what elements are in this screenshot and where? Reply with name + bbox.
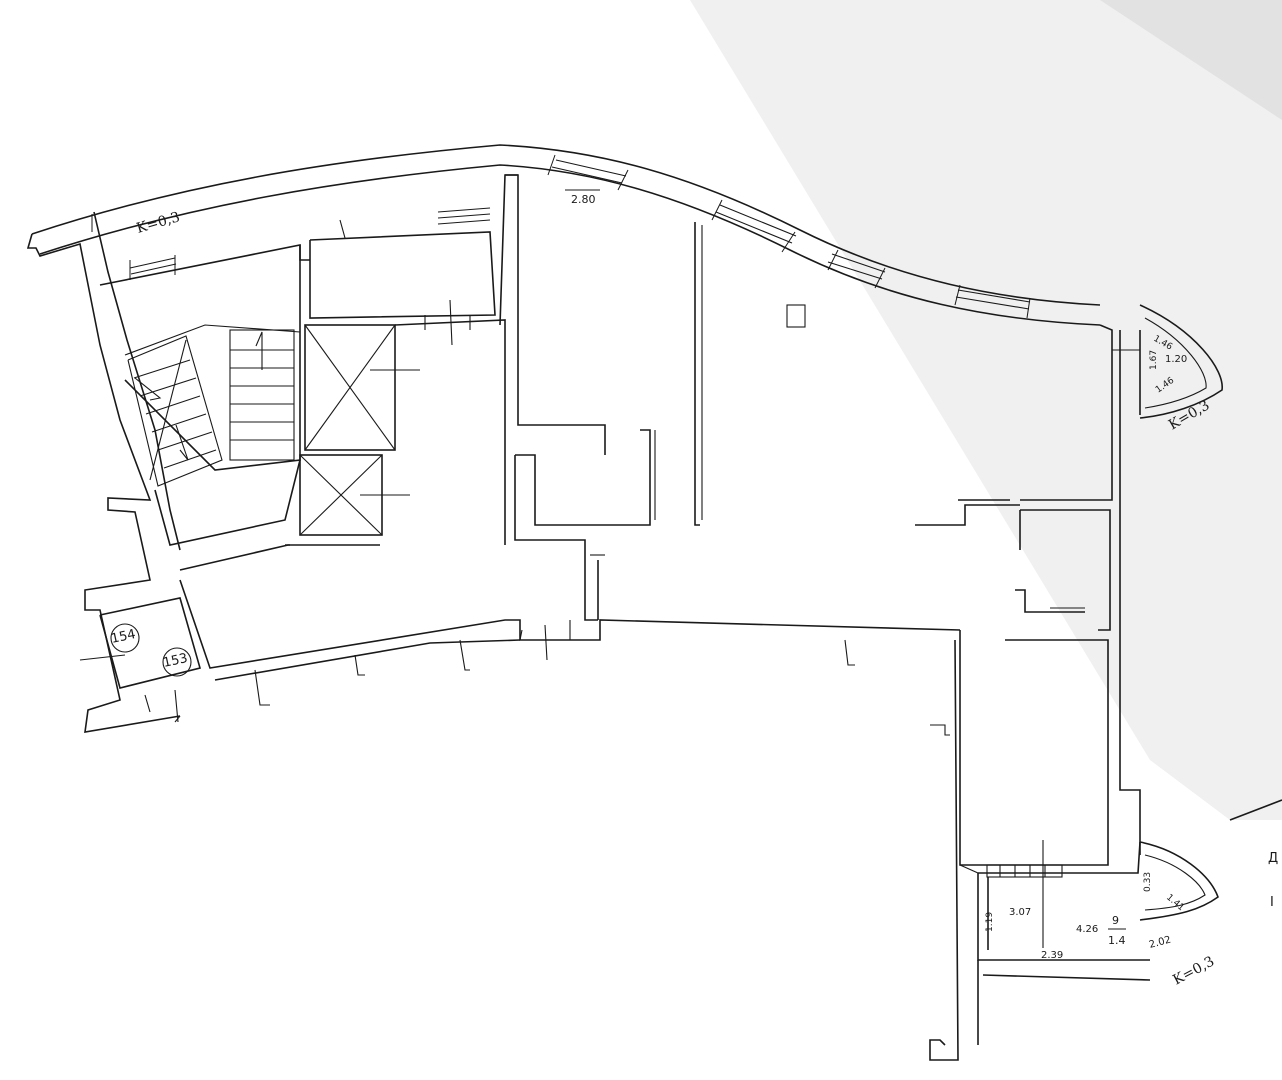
k-label-bottom: K=0,3: [1170, 954, 1217, 989]
elevator-shafts: [285, 319, 506, 546]
room-number: 9: [1112, 914, 1119, 927]
north-rooms: [129, 207, 496, 346]
apartment-cluster: [79, 597, 201, 723]
k-label-top: K=0,3: [135, 209, 182, 237]
bay-window-top: [1139, 304, 1223, 419]
bay-dim-120: 1.20: [1165, 354, 1187, 365]
dim-2-80: 2.80: [571, 193, 596, 206]
bay-dim-167: 1.67: [1149, 350, 1159, 370]
dim-2-02: 2.02: [1148, 935, 1172, 951]
table-cell-l: І: [1270, 895, 1274, 910]
scan-shadow: [690, 0, 1282, 820]
dim-0-33: 0.33: [1143, 872, 1153, 892]
east-rooms: [915, 324, 1141, 866]
scan-corner: [1100, 0, 1282, 120]
room-area: 1.4: [1108, 934, 1126, 947]
table-cell-d: Д: [1268, 851, 1278, 866]
dim-1-41: 1.41: [1164, 893, 1186, 914]
title-table: [1229, 799, 1282, 821]
dim-4-26: 4.26: [1076, 924, 1098, 935]
west-walls: [26, 211, 181, 733]
apt-153-label: 153: [162, 651, 189, 671]
main-hall: [499, 174, 806, 621]
dim-2-39: 2.39: [1041, 950, 1063, 961]
central-lobby: [174, 544, 961, 723]
south-room: [929, 639, 1151, 1061]
dim-1-19: 1.19: [985, 912, 995, 932]
north-facade-wall: [31, 144, 1101, 326]
apt-154-label: 154: [110, 627, 137, 647]
apt-153-circle: [162, 647, 192, 677]
apt-154-circle: [110, 623, 140, 653]
dim-3-07: 3.07: [1009, 907, 1031, 918]
bay-window-bottom: [1139, 841, 1219, 921]
stair-block: [99, 244, 301, 546]
